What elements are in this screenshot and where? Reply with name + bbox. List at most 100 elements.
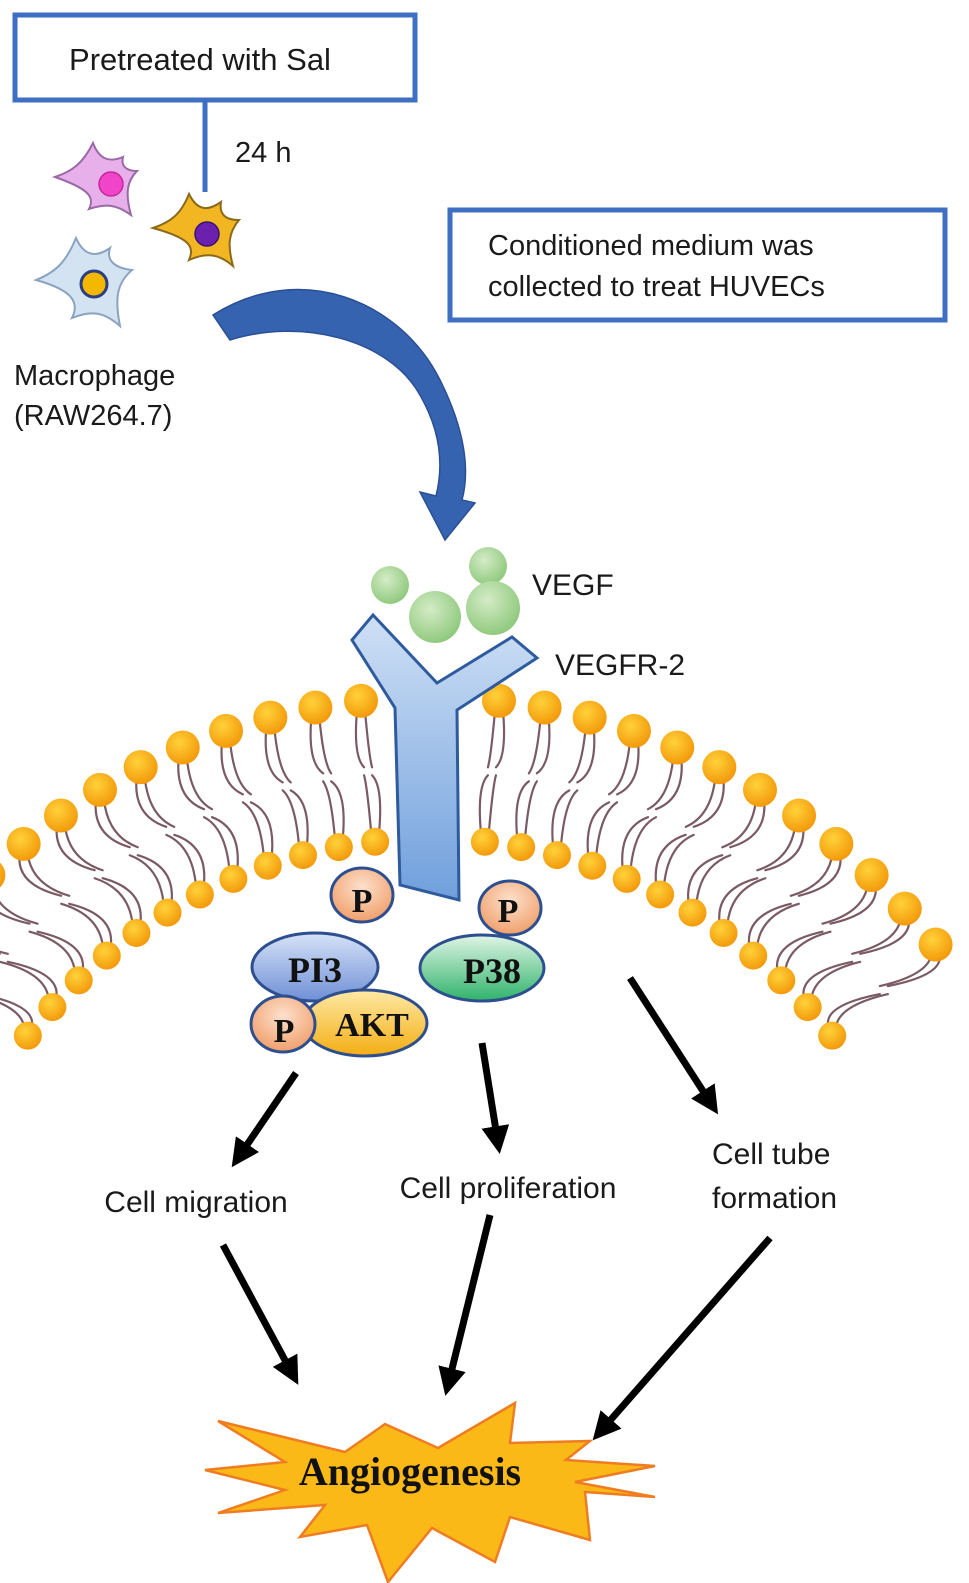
lipid-tail — [318, 716, 333, 775]
conditioned-medium-box-frame — [447, 207, 948, 323]
lipid-tail — [478, 774, 490, 833]
lipid-tail — [370, 774, 382, 833]
lipid-tail — [607, 739, 632, 796]
lipid-tail — [143, 776, 176, 828]
lipid-tail — [241, 801, 265, 857]
lipid-tail — [165, 833, 197, 886]
vegfr2-label: VEGFR-2 — [555, 649, 685, 682]
lipid-tail — [835, 993, 889, 1027]
lipid-head — [0, 862, 6, 888]
lipid-tail — [26, 852, 71, 897]
lipid-tail — [363, 709, 374, 769]
lipid-head — [153, 898, 182, 927]
lipid-tail — [135, 776, 168, 828]
p38-node: P38 — [418, 933, 546, 1003]
pretreatment-box-frame — [12, 12, 418, 103]
lipid-head — [767, 966, 796, 995]
lipid-tail — [486, 709, 497, 769]
burst-star-icon — [204, 1400, 656, 1583]
lipid-head — [678, 898, 707, 927]
lipid-tail — [0, 911, 31, 925]
lipid-tail — [595, 801, 619, 857]
lipid-tail — [273, 726, 292, 784]
lipid-tail — [177, 756, 206, 811]
lipid-tail — [0, 1001, 25, 1027]
vegf-ligands — [371, 547, 520, 643]
arrow-tube-to-angiogenesis — [592, 1235, 773, 1441]
lipid-head — [646, 880, 675, 909]
lipid-tail — [0, 960, 50, 999]
curved-transfer-arrow — [211, 288, 477, 542]
lipid-head — [209, 713, 244, 748]
cell-tube-label: Cell tube — [712, 1138, 830, 1171]
lipid-head — [616, 713, 651, 748]
vegfr2-receptor-icon — [350, 612, 540, 902]
lipid-tail — [102, 798, 139, 849]
lipid-tail — [101, 877, 142, 925]
lipid-tail — [851, 917, 902, 955]
phospho-p38-label: P — [498, 893, 519, 930]
lipid-head — [165, 730, 200, 765]
lipid-tail — [63, 824, 104, 872]
lipid-tail — [729, 798, 766, 849]
lipid-head — [527, 690, 562, 725]
pi3-node: PI3 — [250, 931, 380, 1003]
lipid-tail — [654, 756, 683, 811]
lipid-tail — [615, 739, 640, 796]
blue-macrophage-icon — [32, 235, 135, 329]
conditioned-medium-line2: collected to treat HUVECs — [488, 271, 825, 303]
arrow-to-proliferation — [478, 1042, 510, 1155]
lipid-tail — [527, 716, 542, 775]
lipid-tail — [94, 798, 131, 849]
lipid-tail — [663, 833, 695, 886]
lipid-tail — [559, 789, 579, 847]
lipid-head — [709, 918, 738, 947]
lipid-head — [288, 841, 317, 870]
cell-migration-label: Cell migration — [104, 1186, 287, 1219]
lipid-tail — [487, 774, 498, 833]
vegf-sphere-icon — [371, 566, 409, 604]
lipid-tail — [309, 716, 325, 775]
lipid-tail — [515, 780, 530, 839]
lipid-head — [854, 858, 889, 893]
vegf-sphere-icon — [469, 547, 507, 585]
lipid-tail — [695, 854, 732, 904]
lipid-tail — [28, 930, 76, 972]
lipid-head — [298, 690, 333, 725]
akt-node: AKT — [301, 988, 429, 1058]
lipid-tail — [0, 997, 34, 1027]
lipid-head — [253, 700, 288, 735]
formation-label: formation — [712, 1182, 837, 1215]
conditioned-medium-box: Conditioned medium was collected to trea… — [447, 207, 948, 323]
lipid-tail — [576, 726, 596, 784]
lipid-tail — [185, 756, 214, 811]
lipid-tail — [68, 902, 113, 947]
lipid-tail — [173, 833, 206, 886]
cell-membrane-bilayer — [0, 683, 953, 1050]
macrophage-cells — [32, 140, 242, 329]
lipid-tail — [726, 877, 767, 925]
lipid-head — [13, 1021, 42, 1050]
lipid-tail — [684, 776, 717, 828]
p38-label: P38 — [463, 951, 521, 991]
vegf-label: VEGF — [532, 569, 614, 602]
lipid-tail — [6, 960, 58, 999]
lipid-tail — [362, 774, 373, 833]
lipid-tail — [747, 902, 792, 947]
cell-proliferation-label: Cell proliferation — [400, 1172, 617, 1205]
lipid-head — [38, 993, 67, 1022]
lipid-head — [660, 730, 695, 765]
lipid-head — [123, 750, 158, 785]
lipid-tail — [810, 960, 862, 999]
lipid-head — [739, 941, 768, 970]
lipid-head — [887, 891, 922, 926]
lipid-tail — [136, 854, 173, 904]
lipid-tail — [821, 883, 869, 925]
lipid-tail — [322, 780, 336, 839]
lipid-tail — [535, 716, 551, 775]
lipid-tail — [654, 833, 687, 886]
lipid-head — [793, 993, 822, 1022]
lipid-tail — [687, 854, 724, 904]
pink-macrophage-icon — [51, 140, 140, 218]
